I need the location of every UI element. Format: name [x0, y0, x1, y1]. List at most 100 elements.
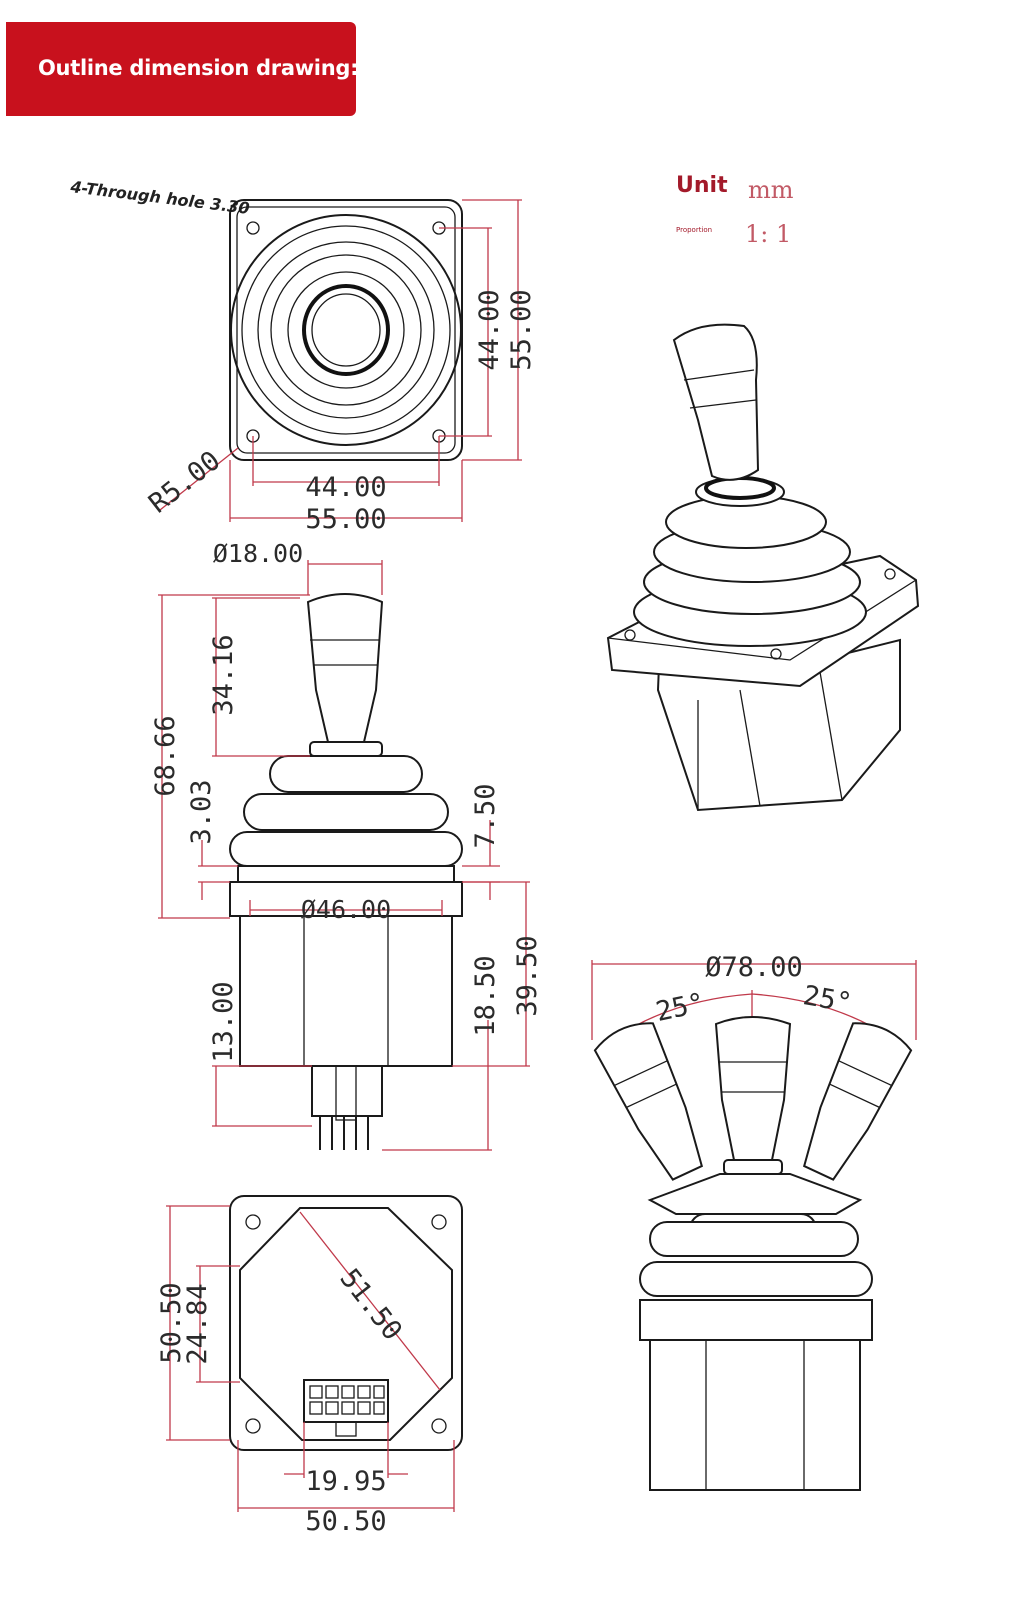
boot-ring-2	[241, 225, 451, 435]
dim-line-total-right	[452, 881, 530, 1067]
top-plate-outline	[229, 199, 463, 461]
banner-title: Outline dimension drawing:	[38, 56, 359, 80]
bottom-view: 51.50 50.50 24.84 19.95 50.50	[156, 1195, 463, 1537]
isometric-view	[606, 323, 920, 812]
boot-ring-middle	[243, 793, 449, 831]
boot-ring-upper	[269, 755, 423, 793]
swing-handle-left	[593, 1022, 704, 1181]
iso-hole-left	[624, 629, 636, 641]
dim-line-55-vertical	[462, 199, 522, 461]
dim-line-body-height	[212, 1065, 312, 1127]
handle-top-ring	[302, 284, 390, 376]
boot-base	[237, 865, 455, 883]
swing-view: Ø78.00 25° 25°	[591, 952, 917, 1491]
dim-line-sweep-dia	[591, 960, 917, 1040]
bottom-plate-outline	[229, 1195, 463, 1451]
proportion-value: 1: 1	[745, 220, 791, 248]
handle-collar	[309, 741, 383, 757]
dim-line-body-right	[382, 1020, 492, 1151]
boot-ring-lower	[229, 831, 463, 867]
swing-boot-ring-2	[649, 1221, 859, 1257]
mount-hole-tl	[246, 221, 260, 235]
iso-hole-right	[884, 568, 896, 580]
dim-line-gap-left	[198, 840, 238, 900]
iso-hole-front	[770, 648, 782, 660]
dim-handle-dia: Ø18.00	[213, 539, 303, 568]
dim-line-bottom-width-outer	[237, 1440, 455, 1512]
swing-flange	[639, 1299, 873, 1341]
dim-width-inner: 44.00	[305, 472, 386, 503]
swing-boot-ring-3	[639, 1261, 873, 1297]
unit-block: Unit mm Proportion 1: 1	[676, 173, 794, 248]
bottom-octagon	[239, 1207, 453, 1441]
dim-bottom-height-outer: 50.50	[156, 1282, 187, 1363]
connector-pins	[319, 1116, 369, 1150]
dim-gap-left: 3.03	[186, 779, 217, 844]
boot-ring-3	[257, 241, 435, 419]
bottom-connector-tab	[335, 1421, 357, 1437]
swing-body	[649, 1339, 861, 1491]
dim-line-handle-height	[212, 597, 310, 757]
handle-top-inner	[311, 293, 381, 367]
bottom-hole-tl	[245, 1214, 261, 1230]
dim-overall-height: 68.66	[150, 715, 181, 796]
iso-body-edge-2	[739, 689, 761, 807]
dim-sweep-dia: Ø78.00	[705, 952, 803, 983]
title-banner	[6, 22, 356, 116]
dim-total-right: 39.50	[512, 935, 543, 1016]
dim-flange-dia: Ø46.00	[301, 895, 391, 924]
bottom-hole-br	[431, 1418, 447, 1434]
hole-note: 4-Through hole 3.30	[69, 177, 251, 218]
top-plate-inner	[236, 206, 456, 454]
dim-diagonal: 51.50	[333, 1263, 407, 1346]
dim-angle-right: 25°	[801, 980, 854, 1019]
dim-corner-radius: R5.00	[143, 445, 226, 519]
dim-gap-right: 7.50	[470, 783, 501, 848]
dim-line-handle-dia	[307, 560, 383, 595]
iso-handle-line-1	[683, 369, 755, 381]
dim-connector-width: 19.95	[305, 1466, 386, 1497]
iso-handle	[672, 323, 760, 481]
boot-ring-1	[230, 214, 462, 446]
dim-width-outer: 55.00	[305, 504, 386, 535]
dim-line-bottom-height-outer	[166, 1205, 230, 1441]
iso-collar-ring	[704, 476, 776, 500]
swing-handle-right	[802, 1022, 913, 1181]
iso-body-edge-3	[819, 671, 843, 801]
radius-leader	[159, 447, 239, 511]
top-view: 4-Through hole 3.30 44.00 55.00 44.00 55…	[69, 177, 537, 535]
boot-ring-4	[270, 254, 422, 406]
dim-line-44-vertical	[439, 227, 492, 437]
iso-flange-edge	[607, 579, 917, 661]
connector-center	[335, 1065, 357, 1121]
dim-handle-height: 34.16	[208, 634, 239, 715]
bottom-hole-tr	[431, 1214, 447, 1230]
dim-line-44-horizontal	[252, 436, 440, 486]
dim-line-overall-height	[158, 594, 310, 919]
swing-boot-top	[647, 1173, 863, 1215]
boot-ring-5	[287, 271, 405, 389]
unit-label: Unit	[676, 173, 728, 198]
dim-line-bottom-height-inner	[196, 1265, 240, 1383]
dim-line-connector-width	[284, 1422, 408, 1478]
connector-block	[311, 1065, 383, 1117]
unit-value: mm	[748, 176, 794, 204]
dim-line-flange-dia	[249, 900, 443, 916]
swing-collar	[723, 1159, 783, 1175]
dim-angle-left: 25°	[653, 987, 707, 1027]
dim-body-right: 18.50	[470, 955, 501, 1036]
dim-bottom-width-outer: 50.50	[305, 1506, 386, 1537]
dim-body-height: 13.00	[208, 981, 239, 1062]
proportion-label: Proportion	[676, 226, 712, 234]
dim-height-outer: 55.00	[506, 289, 537, 370]
side-view: Ø18.00 34.16 68.66 3.03 7.50 Ø46.00 18.5…	[150, 539, 543, 1151]
swing-handle-center	[714, 1016, 792, 1161]
dim-line-diagonal	[299, 1211, 441, 1391]
bottom-connector-slots	[309, 1385, 385, 1415]
body-housing	[239, 915, 453, 1067]
dim-bottom-height-inner: 24.84	[182, 1283, 213, 1364]
dim-line-55-horizontal	[229, 460, 463, 522]
handle-outline	[306, 593, 384, 743]
bottom-hole-bl	[245, 1418, 261, 1434]
